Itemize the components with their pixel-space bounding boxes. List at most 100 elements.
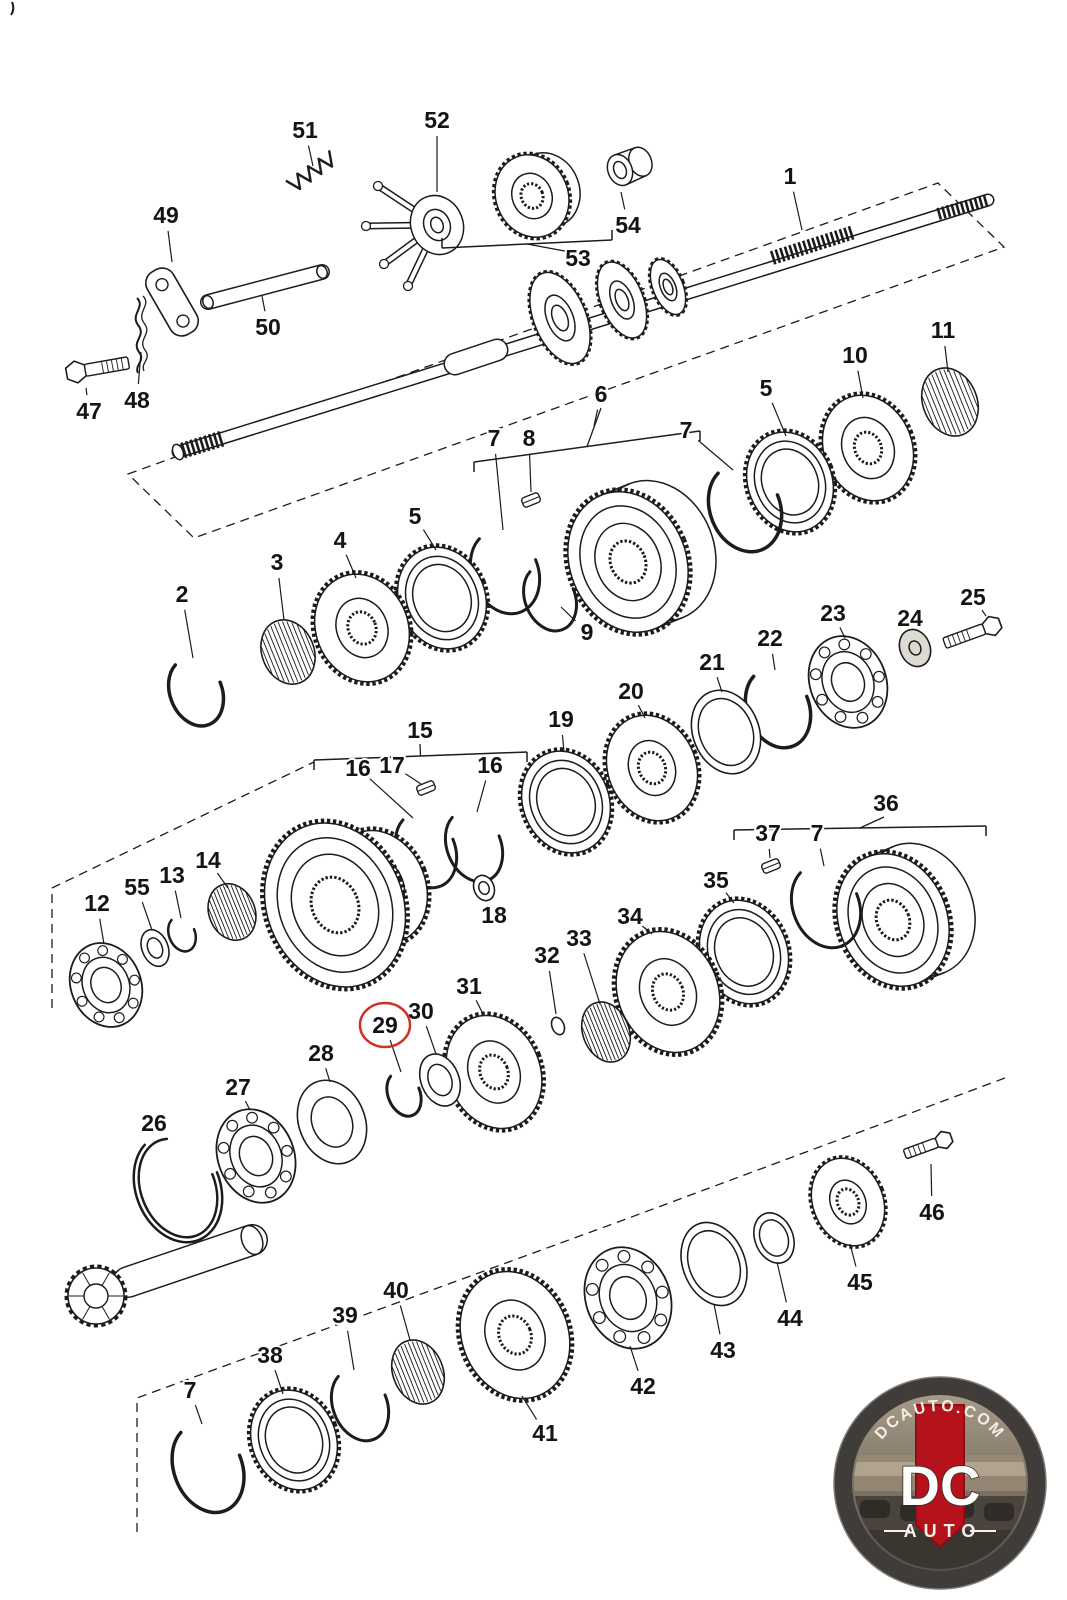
part-label: 34 [617, 903, 643, 929]
highlight-circle [358, 1001, 412, 1049]
leader-line [857, 370, 864, 399]
part-key-8 [520, 492, 542, 508]
part-label: 45 [847, 1269, 873, 1295]
leader-line [244, 1100, 251, 1111]
leader-line [620, 191, 626, 210]
part-label: 37 [755, 820, 781, 846]
part-needle-bearing-3 [260, 619, 316, 685]
leader-line [261, 295, 266, 312]
part-label: 35 [703, 867, 729, 893]
leader-line [593, 409, 599, 427]
part-washer-18 [472, 874, 496, 902]
part-label: 36 [873, 790, 899, 816]
part-bolt-25 [942, 615, 1003, 649]
leader-line [771, 402, 787, 437]
part-spacer-28 [296, 1079, 368, 1165]
part-needle-bearing-33 [580, 1001, 632, 1063]
part-label: 41 [532, 1420, 558, 1446]
part-bracket-49 [144, 267, 200, 337]
part-label: 14 [195, 847, 221, 873]
leader-line [167, 230, 173, 263]
part-bearing-12 [68, 942, 144, 1028]
part-key-17 [415, 780, 437, 796]
part-label: 54 [615, 212, 641, 238]
part-synchro-ring-38 [246, 1386, 342, 1494]
part-circlip-7c [789, 862, 863, 950]
part-circlip-39 [329, 1367, 391, 1443]
part-label: 7 [680, 417, 693, 443]
leader-line [642, 925, 653, 935]
part-synchro-ring-5b [742, 428, 838, 536]
part-snap-ring-26 [132, 1132, 224, 1244]
leader-line [99, 918, 105, 945]
part-pin-50 [200, 264, 330, 310]
part-label: 23 [820, 600, 846, 626]
part-label: 5 [409, 503, 422, 529]
part-label: 13 [159, 862, 185, 888]
part-pinion-shaft [64, 1224, 268, 1328]
part-label: 24 [897, 605, 923, 631]
part-label: 50 [255, 314, 281, 340]
part-bolt-47 [64, 356, 130, 384]
part-label: 19 [548, 706, 574, 732]
part-sleeve-54 [606, 146, 653, 187]
part-hub-6 [563, 479, 717, 637]
leader-line [425, 1025, 437, 1055]
part-label: 5 [760, 375, 773, 401]
part-ring-21 [690, 689, 762, 775]
part-label: 4 [334, 527, 347, 553]
part-label: 1 [784, 163, 797, 189]
logo-word-text: AUTO [904, 1521, 983, 1541]
logo-initials-text: DC [900, 1454, 981, 1517]
leader-line [561, 734, 565, 753]
part-label: 22 [757, 625, 783, 651]
part-label: 53 [565, 245, 591, 271]
part-label: 55 [124, 874, 150, 900]
part-label: 16 [477, 752, 503, 778]
part-label: 7 [184, 1377, 197, 1403]
leader-line [278, 577, 285, 621]
part-main-shaft-1 [171, 193, 995, 461]
leader-line [476, 780, 487, 813]
leader-line [930, 1163, 933, 1197]
part-snap-ring-2 [166, 656, 226, 728]
part-label: 26 [141, 1110, 167, 1136]
part-label: 31 [456, 973, 482, 999]
part-needle-bearing-14 [207, 882, 257, 942]
leader-line [981, 609, 987, 617]
part-label: 38 [257, 1342, 283, 1368]
part-synchro-ring-35 [695, 896, 793, 1008]
part-label: 3 [271, 549, 284, 575]
leader-line [405, 773, 422, 785]
part-gear-cluster-15 [260, 818, 432, 992]
leader-line [369, 778, 414, 819]
leader-line [422, 529, 437, 551]
part-label: 2 [176, 581, 189, 607]
leader-line [399, 1305, 411, 1341]
part-ring-43 [680, 1221, 748, 1307]
part-label: 7 [811, 820, 824, 846]
leader-line [713, 1303, 721, 1335]
part-label: 8 [523, 425, 536, 451]
part-circlip-16b [443, 808, 505, 884]
part-label: 6 [595, 381, 608, 407]
logo-shield [915, 1404, 965, 1549]
leader-line [839, 627, 846, 639]
leader-line [629, 1345, 639, 1371]
part-label: 18 [481, 902, 507, 928]
part-label: 40 [383, 1277, 409, 1303]
part-label: 48 [124, 387, 150, 413]
leader-line [548, 970, 557, 1015]
part-label: 21 [699, 649, 725, 675]
part-label: 44 [777, 1305, 803, 1331]
part-washer-55 [140, 928, 170, 968]
part-ring-44 [753, 1212, 795, 1264]
leader-line [216, 872, 229, 889]
part-hub-36 [832, 842, 976, 991]
leader-line [697, 439, 734, 471]
part-label: 43 [710, 1337, 736, 1363]
part-key-37 [760, 858, 782, 874]
part-spring-51 [285, 150, 334, 191]
